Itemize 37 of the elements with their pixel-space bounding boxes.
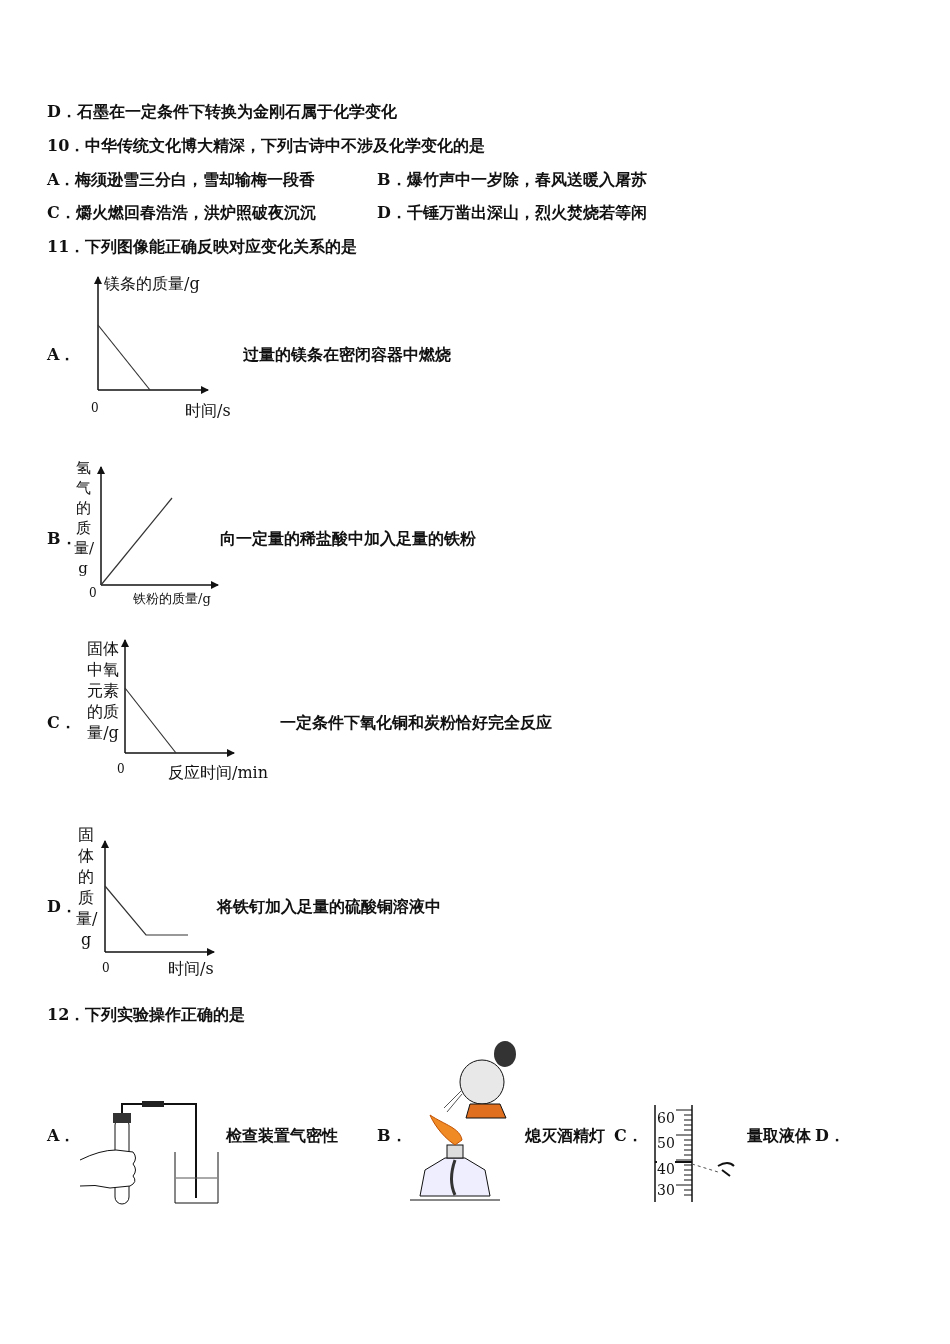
question-text: 将铁钉加入足量的硫酸铜溶液中 bbox=[217, 897, 441, 917]
question-text: 量取液体 bbox=[747, 1126, 811, 1146]
question-text: 过量的镁条在密闭容器中燃烧 bbox=[243, 345, 451, 365]
scale-number: 50 bbox=[657, 1135, 675, 1151]
axis-label: 时间/s bbox=[168, 959, 214, 979]
axis-label: 0 bbox=[102, 960, 110, 977]
question-text: B． bbox=[377, 1126, 407, 1146]
question-text: 12．下列实验操作正确的是 bbox=[47, 1005, 246, 1025]
axis-label: 0 bbox=[117, 761, 125, 778]
axis-label: 0 bbox=[91, 400, 99, 417]
question-text: C． bbox=[47, 713, 76, 733]
question-text: B．爆竹声中一岁除，春风送暖入屠苏 bbox=[377, 170, 647, 190]
question-text: A． bbox=[47, 345, 76, 365]
axis-label: 铁粉的质量/g bbox=[133, 590, 211, 608]
question-text: 检查装置气密性 bbox=[226, 1126, 338, 1146]
question-text: C．爝火燃回春浩浩，洪炉照破夜沉沉 bbox=[47, 203, 316, 223]
question-text: 11．下列图像能正确反映对应变化关系的是 bbox=[47, 237, 358, 257]
question-text: A．梅须逊雪三分白，雪却输梅一段香 bbox=[47, 170, 316, 190]
scale-number: 40 bbox=[657, 1161, 675, 1177]
axis-label: 反应时间/min bbox=[168, 763, 268, 783]
question-text: A． bbox=[47, 1126, 76, 1146]
question-text: 向一定量的稀盐酸中加入足量的铁粉 bbox=[220, 529, 476, 549]
question-text: C． bbox=[614, 1126, 643, 1146]
scale-number: 30 bbox=[657, 1182, 675, 1198]
question-text: D． bbox=[47, 897, 77, 916]
axis-label: 固体的质量/g bbox=[76, 824, 96, 950]
question-text: D．石墨在一定条件下转换为金刚石属于化学变化 bbox=[47, 102, 397, 122]
question-text: 一定条件下氧化铜和炭粉恰好完全反应 bbox=[280, 713, 552, 733]
question-text: 熄灭酒精灯 bbox=[525, 1126, 605, 1146]
question-text: 10．中华传统文化博大精深，下列古诗中不涉及化学变化的是 bbox=[47, 136, 486, 156]
axis-label: 0 bbox=[89, 585, 97, 602]
question-text: D．千锤万凿出深山，烈火焚烧若等闲 bbox=[377, 203, 647, 223]
question-text: D． bbox=[815, 1126, 845, 1146]
axis-label: 时间/s bbox=[185, 401, 231, 421]
axis-label: 镁条的质量/g bbox=[104, 274, 200, 294]
axis-label: 固体中氧元素的质量/g bbox=[86, 638, 120, 743]
scale-number: 60 bbox=[657, 1110, 675, 1126]
